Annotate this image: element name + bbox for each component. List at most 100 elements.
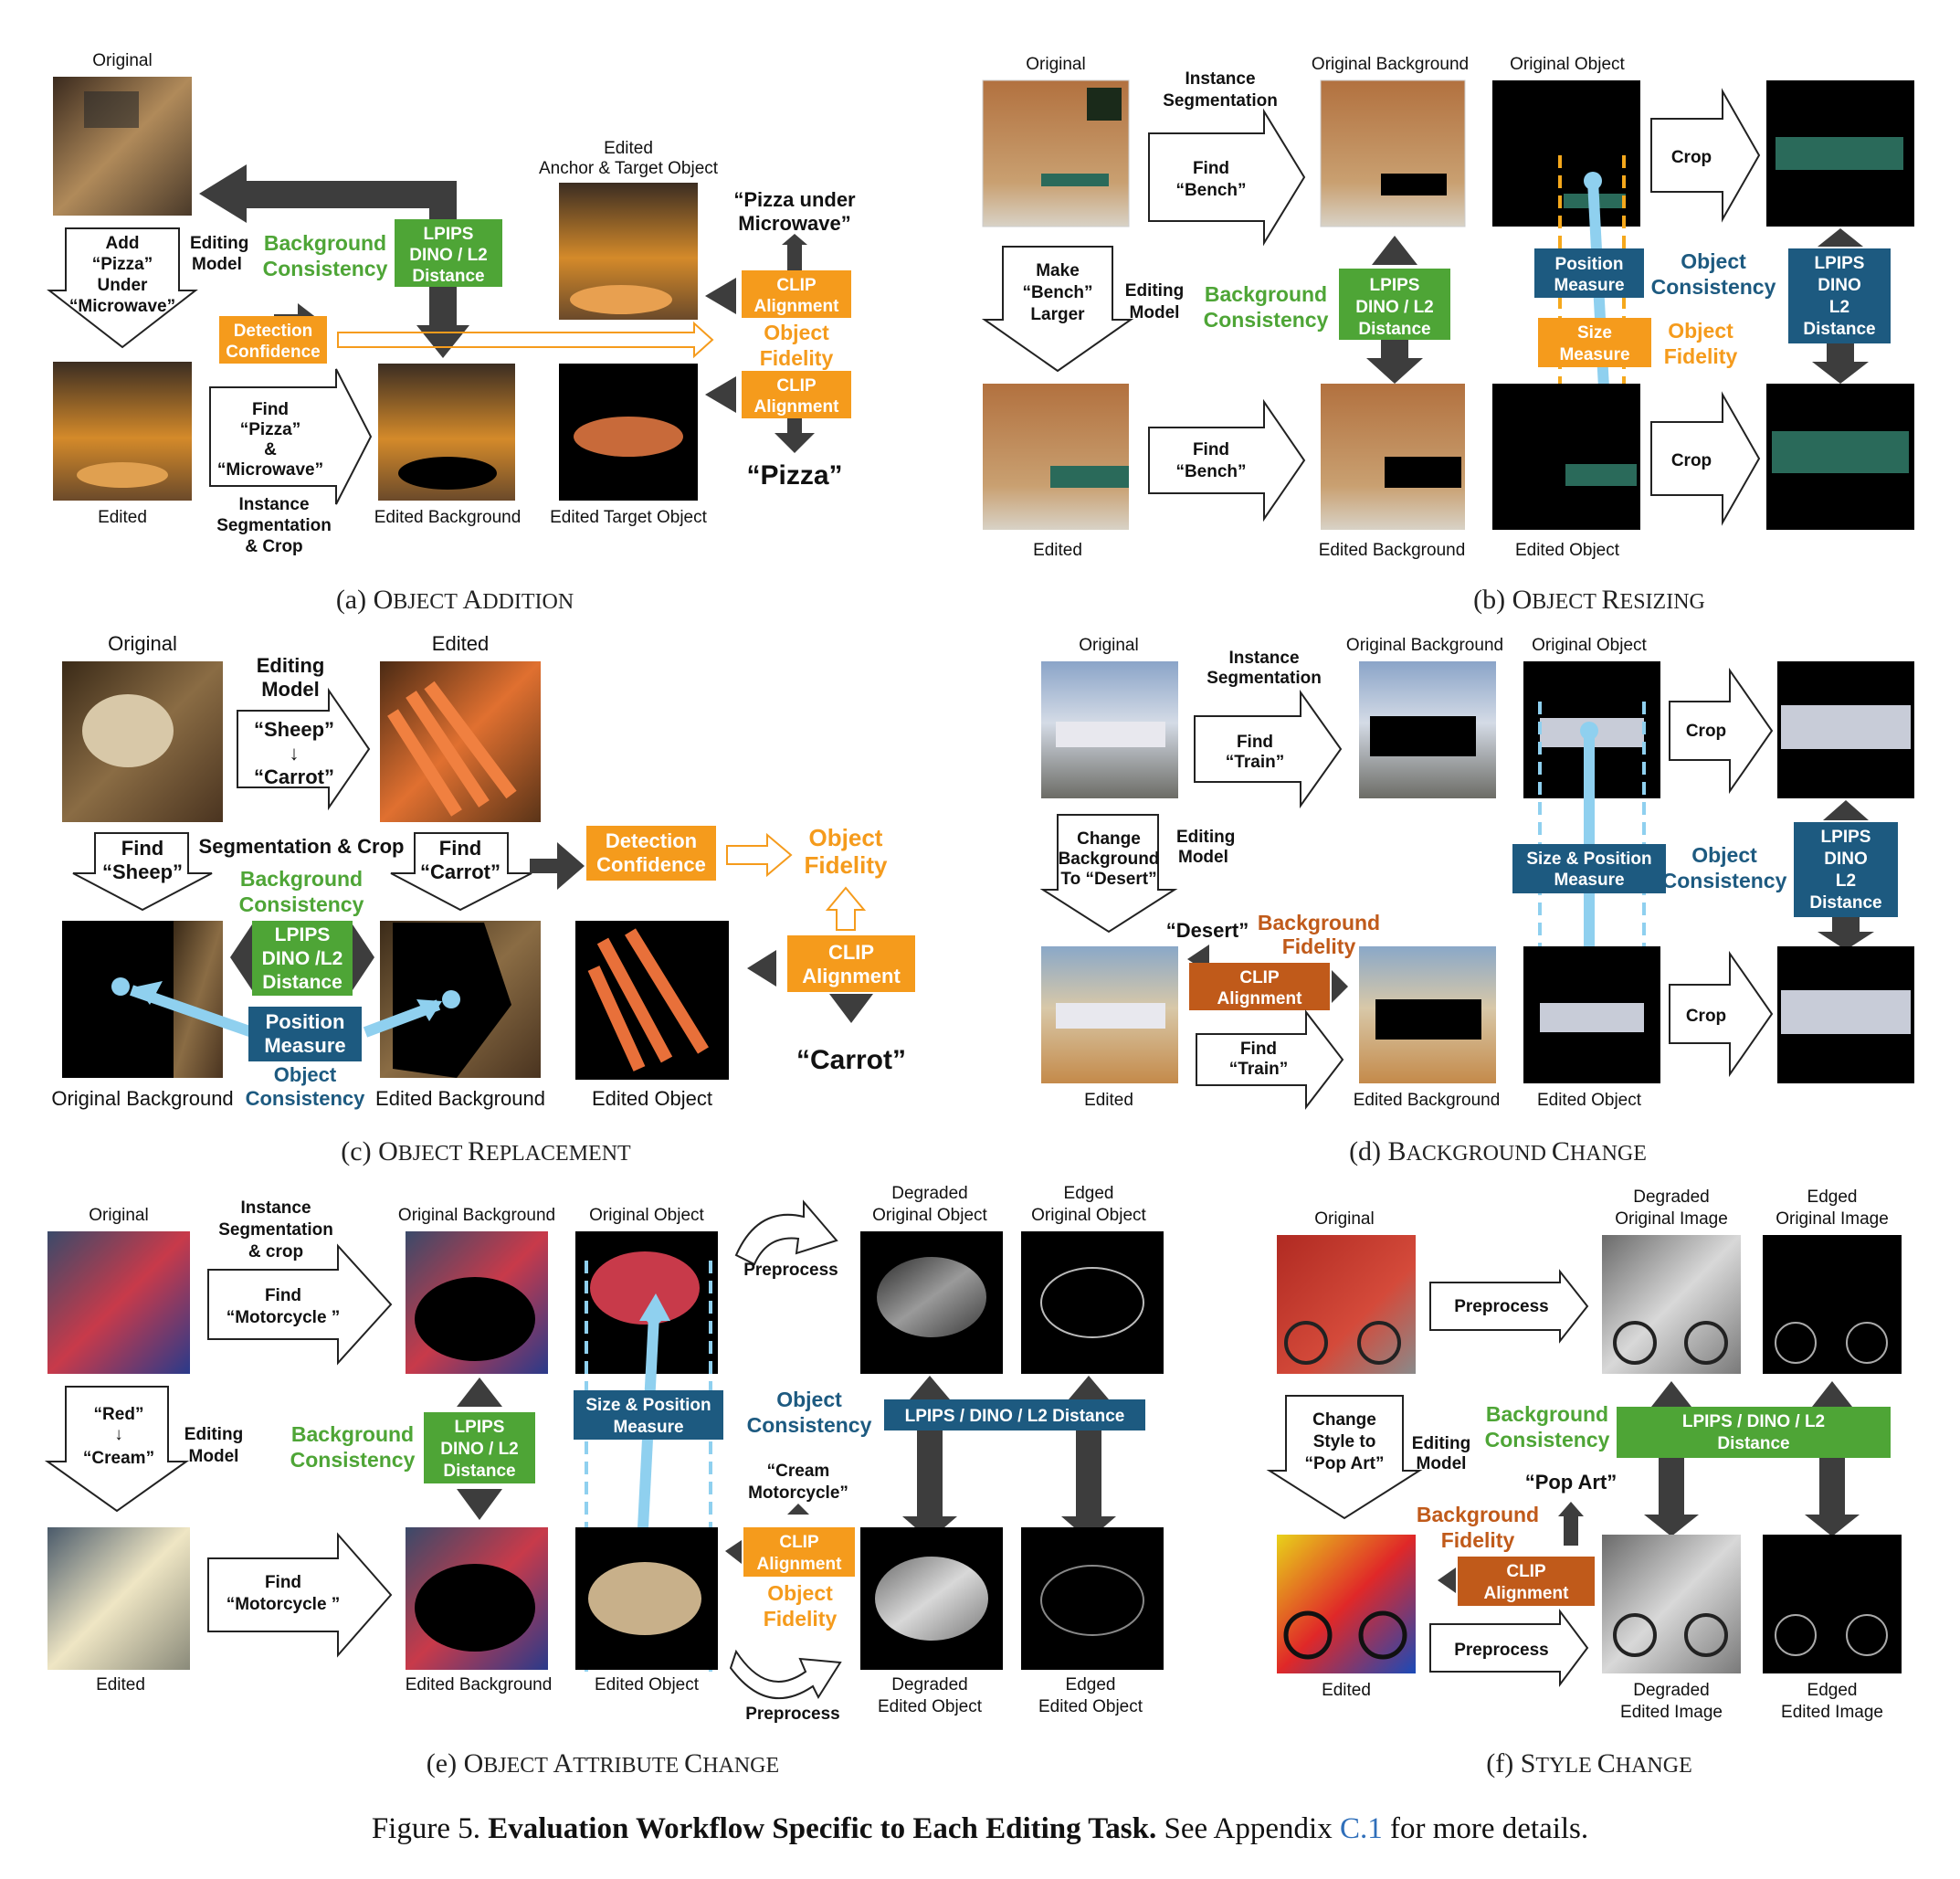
label-original-d: Original: [1079, 636, 1138, 655]
arrow-find-carrot: [390, 832, 532, 912]
image-edited-motorcycle: [47, 1527, 190, 1670]
text-find-bench-1: Find“Bench”: [1175, 159, 1246, 200]
image-original-motorcycle: [47, 1231, 190, 1374]
label-edited-obj-e: Edited Object: [595, 1675, 700, 1694]
text-add-pizza: Add“Pizza”Under“Microwave”: [69, 234, 175, 316]
box-clip-e: [743, 1527, 855, 1577]
image-edited-bench: [983, 384, 1129, 530]
box-lpips-a: [395, 219, 502, 287]
caption-c: (c) OBJECT REPLACEMENT: [341, 1136, 631, 1166]
text-preprocess-f2: Preprocess: [1454, 1641, 1549, 1660]
box-clip-f: [1458, 1557, 1595, 1606]
arrow-find-train-2: [1196, 1009, 1344, 1110]
label-orig-obj-b: Original Object: [1510, 55, 1625, 74]
arrow-find-bench-1: [1148, 108, 1306, 247]
label-original: Original: [92, 51, 152, 70]
label-original-c: Original: [108, 632, 177, 655]
arrow-find-pizza: [209, 368, 373, 505]
box-lpips-d: [1794, 822, 1898, 917]
arrow-crop-d1: [1669, 667, 1774, 795]
box-position-b: [1534, 248, 1644, 298]
arrow-find-train-1: [1194, 689, 1343, 809]
text-seg-crop-c: Segmentation & Crop: [199, 835, 405, 858]
arrow-make-larger: [981, 246, 1134, 373]
label-orig-bg-b: Original Background: [1312, 55, 1469, 74]
image-edged-orig-f: [1763, 1235, 1902, 1374]
image-degraded-orig-f: [1602, 1235, 1741, 1374]
appendix-link: C.1: [1340, 1812, 1383, 1845]
text-sheep-carrot: “Sheep”↓“Carrot”: [254, 718, 334, 788]
text-lpips-wide-e: LPIPS / DINO / L2 Distance: [905, 1407, 1125, 1426]
image-edged-orig-e: [1021, 1231, 1164, 1374]
label-edited-obj-d: Edited Object: [1537, 1091, 1642, 1110]
box-detection-c: [586, 826, 716, 881]
label-edited-obj-b: Edited Object: [1515, 541, 1620, 560]
text-find-moto-2: Find“Motorcycle ”: [227, 1573, 341, 1614]
label-orig-obj-d: Original Object: [1532, 636, 1647, 655]
label-edited-c: Edited: [432, 632, 489, 655]
text-desert: “Desert”: [1166, 919, 1249, 942]
text-find-bench-2: Find“Bench”: [1175, 440, 1246, 481]
caption-f: (f) STYLE CHANGE: [1486, 1748, 1692, 1779]
caption-b: (b) OBJECT RESIZING: [1473, 585, 1705, 615]
arrow-find-sheep: [72, 832, 213, 912]
label-original-e: Original: [89, 1206, 148, 1225]
label-orig-bg-c: Original Background: [51, 1087, 233, 1110]
arrow-preprocess-f2: [1429, 1609, 1589, 1687]
box-lpips-f: [1617, 1407, 1891, 1458]
text-find-train-1: Find“Train”: [1226, 733, 1284, 772]
text-preprocess-f1: Preprocess: [1454, 1297, 1549, 1316]
arrow-crop-b2: [1650, 391, 1761, 526]
label-orig-bg-e: Original Background: [398, 1206, 555, 1225]
text-find-moto-1: Find“Motorcycle ”: [227, 1286, 341, 1327]
arrow-find-bench-2: [1148, 398, 1306, 523]
label-orig-obj-e: Original Object: [589, 1206, 704, 1225]
label-edited-d: Edited: [1084, 1091, 1133, 1110]
label-edited-e: Edited: [96, 1675, 145, 1694]
image-original-bike: [1277, 1235, 1416, 1374]
figure-caption: Figure 5. Evaluation Workflow Specific t…: [372, 1812, 1588, 1845]
label-edited-b: Edited: [1033, 541, 1082, 560]
caption-e: (e) OBJECT ATTRIBUTE CHANGE: [427, 1748, 779, 1779]
arrow-sheep-carrot: [237, 687, 371, 811]
text-make-larger: Make“Bench”Larger: [1022, 261, 1092, 324]
label-edited-bg-b: Edited Background: [1319, 541, 1466, 560]
text-crop-b1: Crop: [1671, 148, 1712, 167]
label-edited-f: Edited: [1322, 1681, 1371, 1700]
label-edited-bg-a: Edited Background: [374, 508, 522, 527]
arrow-crop-d2: [1669, 950, 1774, 1078]
